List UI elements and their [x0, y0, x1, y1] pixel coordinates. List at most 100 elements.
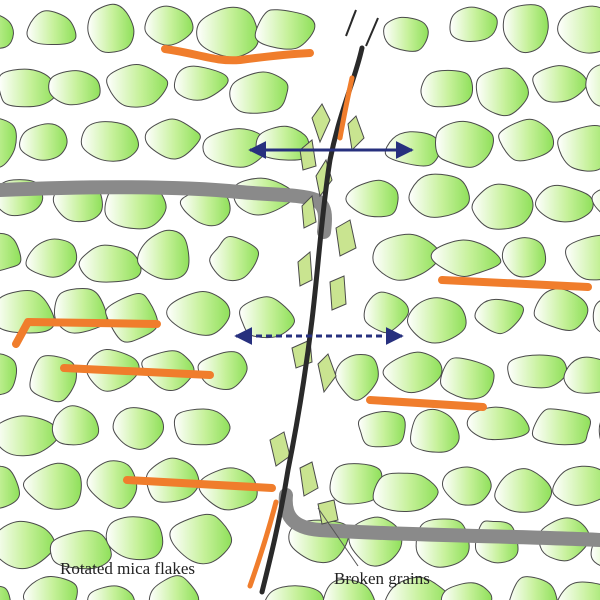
label-rotated-mica: Rotated mica flakes — [60, 559, 195, 578]
grain — [532, 65, 588, 103]
grain — [78, 244, 142, 283]
mica-flake — [161, 45, 314, 65]
grain — [565, 234, 600, 281]
grain — [591, 189, 600, 213]
grain — [557, 581, 600, 600]
broken-grain — [269, 431, 291, 467]
grain — [80, 121, 139, 162]
rotated-mica-flake — [247, 499, 279, 589]
grain — [265, 585, 325, 600]
grain — [372, 472, 439, 512]
grain — [385, 576, 451, 600]
grain — [494, 468, 553, 513]
fault-trace — [259, 45, 365, 595]
mica-flake — [123, 476, 276, 492]
grain — [430, 239, 502, 277]
grain — [0, 465, 20, 509]
grain — [382, 351, 443, 394]
broken-grain — [347, 115, 365, 152]
grain — [112, 407, 165, 450]
grain — [408, 173, 470, 218]
grain — [26, 10, 77, 46]
grain — [0, 68, 57, 108]
grain — [144, 118, 201, 160]
sandstone-grains — [0, 3, 600, 600]
grain — [509, 576, 558, 600]
grain — [329, 463, 383, 505]
grain — [449, 6, 498, 42]
broken-grain — [317, 499, 339, 525]
broken-grain — [311, 103, 331, 144]
grain — [0, 520, 56, 570]
grain — [49, 530, 112, 570]
mica-flake — [438, 276, 592, 291]
grain — [229, 71, 289, 114]
grain — [383, 16, 429, 52]
grain — [585, 64, 600, 107]
mica-flakes — [12, 45, 592, 492]
grain — [166, 290, 231, 336]
grain — [552, 465, 600, 506]
arrows — [234, 141, 414, 345]
grain — [105, 292, 159, 343]
grain — [254, 9, 316, 50]
grain — [440, 582, 493, 600]
grain — [106, 63, 169, 108]
grain — [557, 5, 600, 54]
mica-flake — [12, 318, 161, 348]
grain — [51, 405, 100, 446]
grain — [357, 411, 406, 448]
grain — [87, 585, 135, 600]
grain — [197, 351, 248, 390]
grain — [173, 65, 229, 101]
grain — [25, 238, 78, 278]
grain — [507, 354, 568, 389]
grain — [22, 462, 82, 510]
broken-grain — [335, 219, 357, 257]
broken-grain — [297, 250, 313, 287]
grain — [209, 235, 260, 282]
grain — [592, 300, 600, 333]
grain — [173, 408, 231, 446]
grain — [535, 184, 594, 223]
grain — [86, 460, 138, 509]
grain — [22, 575, 78, 600]
grain — [435, 120, 494, 168]
broken-grain — [301, 194, 317, 229]
grain — [0, 415, 59, 457]
grain — [144, 5, 194, 46]
grain — [137, 229, 190, 280]
grain — [471, 183, 534, 230]
grain — [407, 297, 467, 344]
grain — [0, 353, 18, 396]
grain — [0, 118, 17, 168]
grain — [475, 67, 529, 117]
grain — [322, 578, 375, 600]
grain — [501, 237, 547, 278]
mica-flake — [337, 75, 355, 141]
grain — [474, 298, 524, 335]
grain — [19, 123, 68, 161]
broken-grain — [317, 353, 337, 394]
grain — [420, 69, 474, 108]
grain — [466, 406, 530, 441]
grain — [169, 513, 233, 565]
grain — [335, 353, 379, 401]
grain — [196, 6, 259, 58]
grain — [557, 125, 600, 172]
grain — [410, 408, 460, 453]
fault — [247, 9, 379, 595]
grain — [0, 585, 11, 600]
grain — [440, 357, 495, 400]
mica-flake — [366, 396, 487, 411]
grain — [531, 408, 591, 446]
grain — [441, 466, 492, 506]
grain — [372, 233, 441, 281]
mica-flake — [60, 364, 214, 379]
grain — [148, 575, 200, 600]
leader-line-broken-grains — [317, 507, 359, 567]
grain — [498, 118, 555, 162]
grain — [48, 70, 101, 106]
grain — [502, 4, 549, 54]
